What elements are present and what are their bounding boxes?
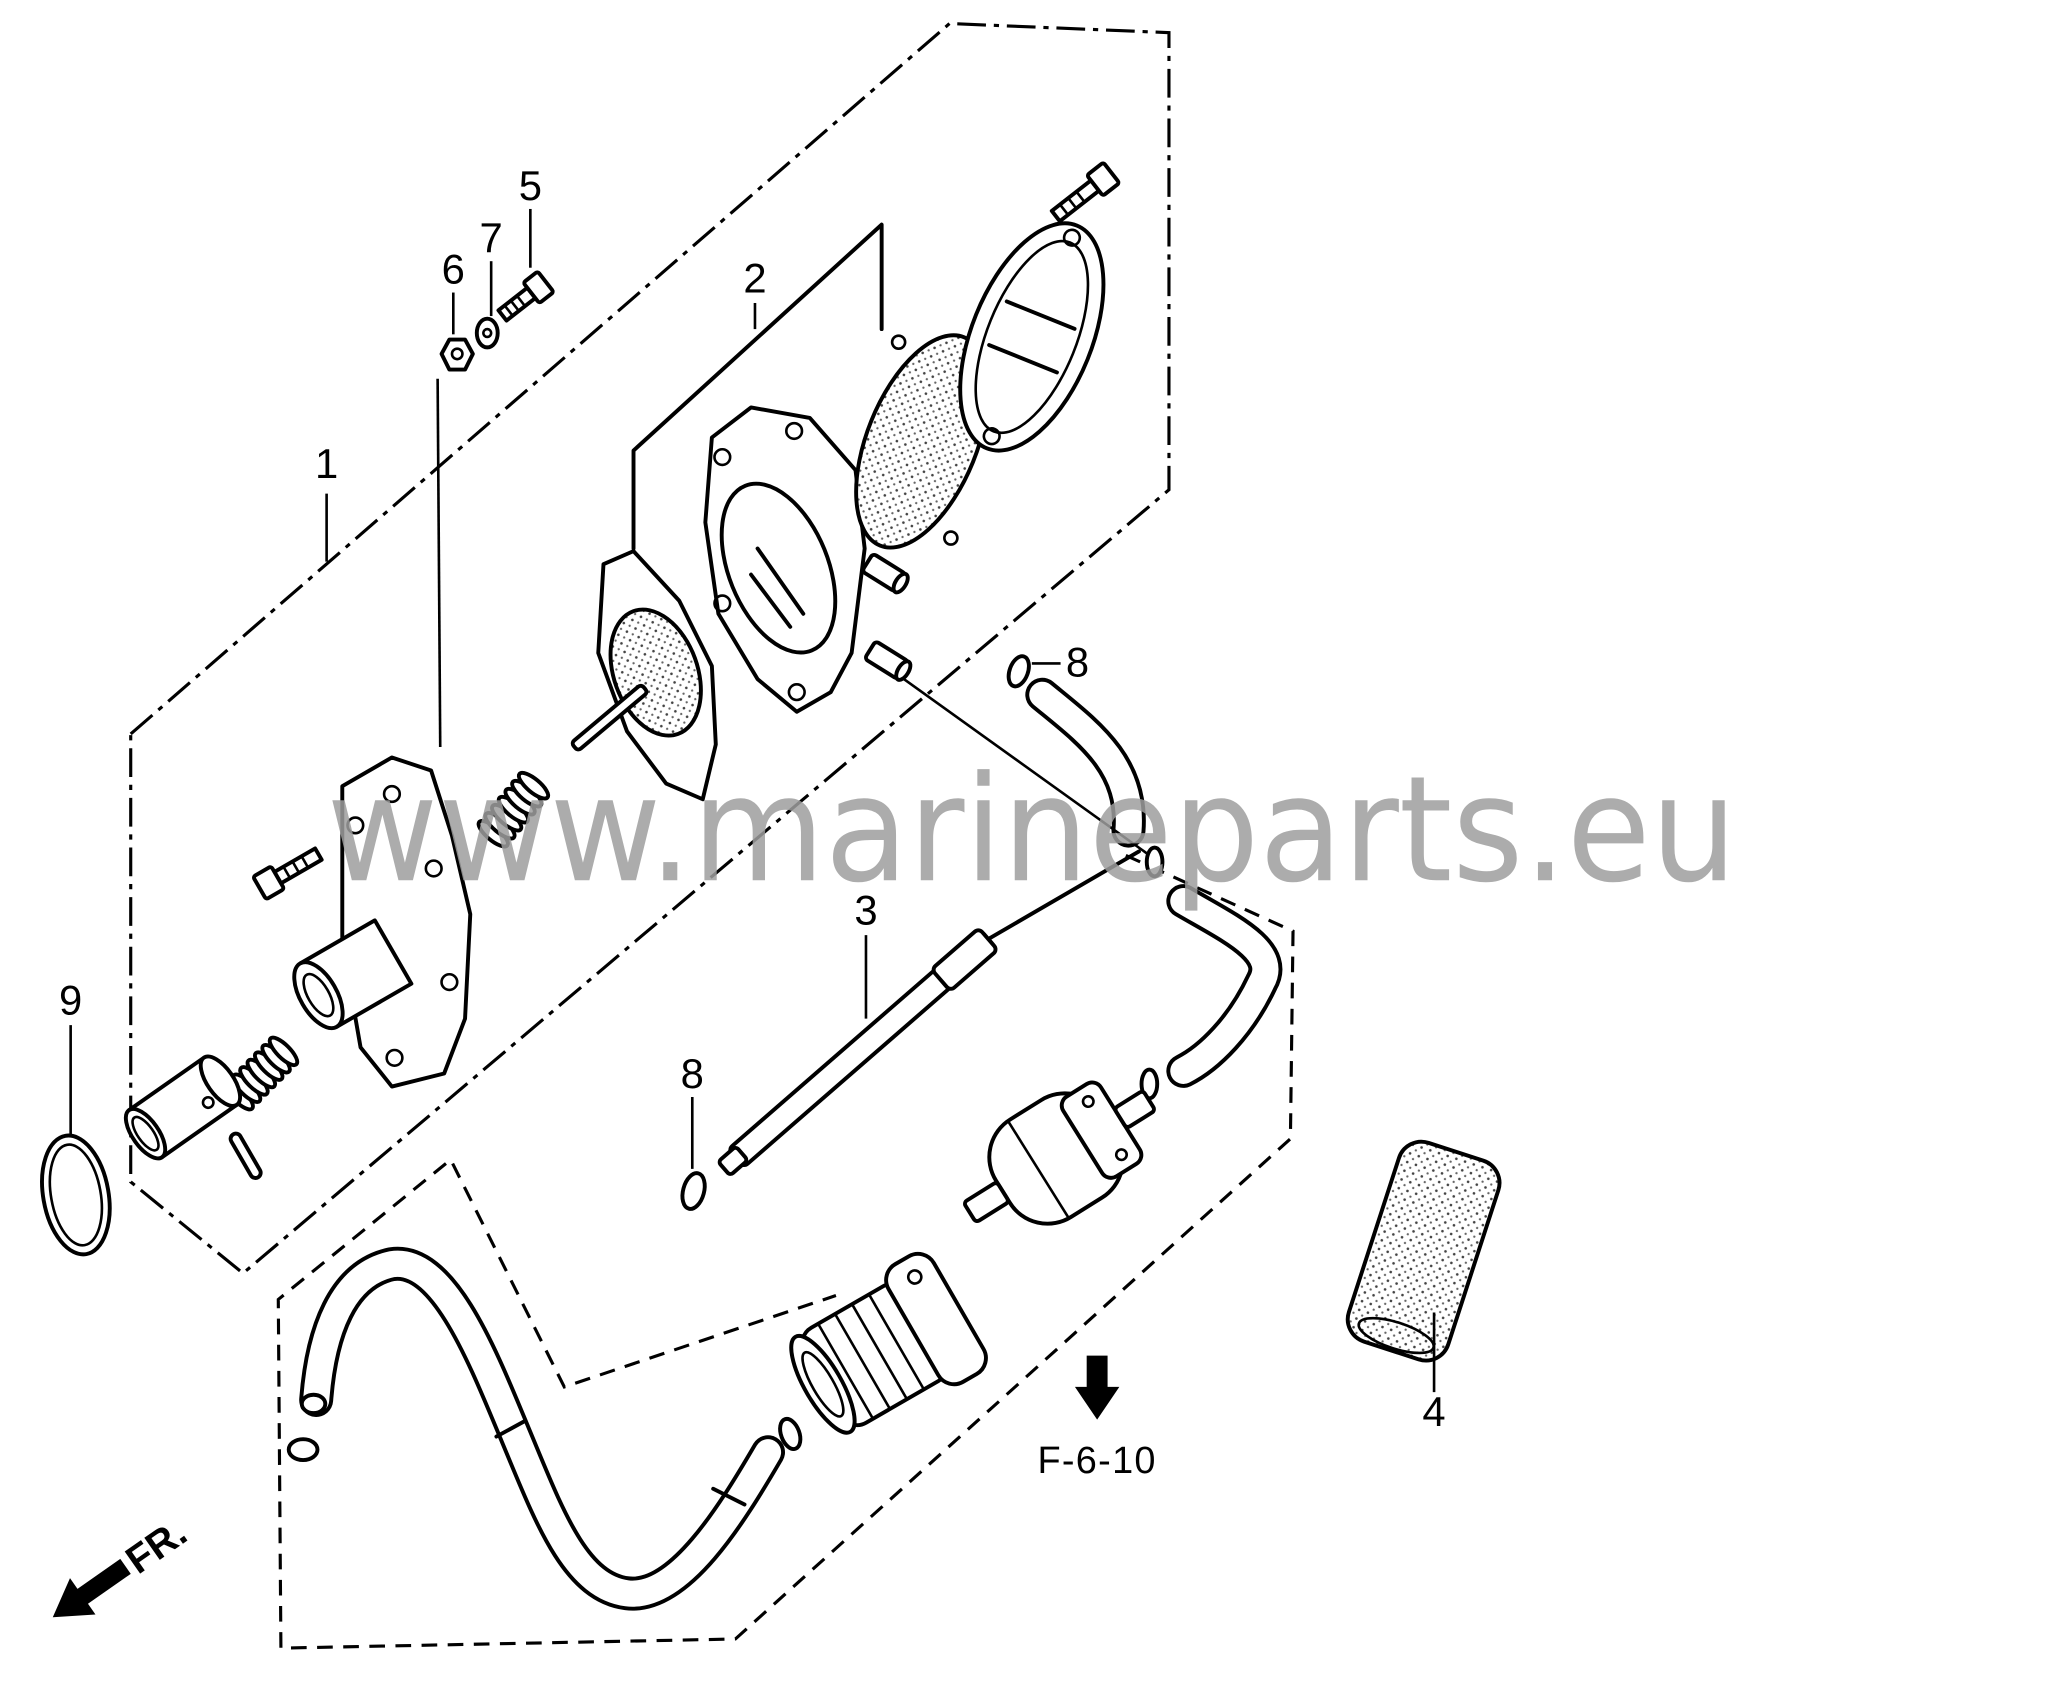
- cover-boss: [292, 918, 414, 1031]
- cover-hole: [424, 859, 443, 878]
- body-hole: [713, 594, 732, 613]
- cover-hole: [382, 784, 402, 804]
- nut-6-hole: [450, 347, 464, 361]
- pump-valve: [755, 546, 806, 616]
- fuel-filter: [963, 1080, 1156, 1226]
- assembly-1-outline: [129, 21, 1171, 1276]
- clip-8-upper: [1006, 654, 1031, 689]
- label-5: 5: [519, 162, 542, 209]
- cover-hole: [385, 1048, 404, 1067]
- hose-joint: [494, 1418, 528, 1439]
- washer-7-hole: [482, 327, 493, 339]
- bolt-5: [496, 270, 555, 323]
- body-hole: [785, 421, 804, 441]
- hose-group-outline-right: [276, 853, 1295, 1650]
- pump-body-opening: [719, 481, 838, 655]
- label-7: 7: [480, 214, 503, 261]
- o-ring-9: [40, 1133, 112, 1257]
- clip-8-lower: [680, 1171, 707, 1211]
- pump-valve: [749, 572, 793, 629]
- hose-upper: [1029, 681, 1142, 844]
- washer-7: [474, 316, 500, 350]
- hose-lower: [303, 1250, 782, 1607]
- gasket-hole: [890, 334, 907, 350]
- cover-plate: [958, 221, 1106, 453]
- clip: [1144, 845, 1165, 879]
- label-8-upper: 8: [1066, 638, 1089, 685]
- hose-right: [1170, 888, 1279, 1084]
- hose-joint: [711, 1486, 747, 1507]
- leader-6-cover: [436, 378, 442, 748]
- body-hole: [713, 447, 732, 467]
- arrow-down-icon: [1074, 1355, 1120, 1420]
- clip: [778, 1416, 803, 1451]
- pump-nozzle-upper: [861, 552, 910, 595]
- sleeve-4: [1345, 1139, 1502, 1363]
- reference-label: F-6-10: [1037, 1440, 1156, 1482]
- body-hole: [787, 683, 806, 702]
- nut-6: [439, 337, 475, 372]
- watermark: www.marineparts.eu: [327, 745, 1737, 915]
- cover-hole: [346, 816, 365, 835]
- diaphragm-rod: [570, 683, 649, 752]
- spring-upper: [476, 770, 551, 849]
- fuel-line: [903, 678, 1164, 866]
- label-4: 4: [1422, 1388, 1445, 1435]
- clip: [299, 1392, 328, 1416]
- pipe-3: [717, 928, 998, 1176]
- bolt-cover: [252, 846, 324, 901]
- pin: [228, 1131, 263, 1180]
- gasket-hole: [943, 530, 959, 546]
- assembly-2-outline: [631, 222, 884, 551]
- label-9: 9: [59, 977, 82, 1024]
- cover-hole: [440, 972, 459, 992]
- pipe-3-rod: [984, 849, 1141, 943]
- arrow-left-icon: [52, 1558, 131, 1618]
- label-8-lower: 8: [681, 1050, 704, 1097]
- pump-nozzle-lower: [864, 640, 913, 682]
- gasket: [854, 333, 991, 550]
- piston-sleeve: [123, 1054, 243, 1161]
- label-1: 1: [315, 440, 338, 487]
- label-3: 3: [854, 887, 877, 934]
- bolt-cover-plate: [1049, 161, 1121, 224]
- clip: [286, 1437, 320, 1463]
- strainer: [789, 1251, 988, 1435]
- label-2: 2: [743, 255, 766, 302]
- label-6: 6: [442, 245, 465, 292]
